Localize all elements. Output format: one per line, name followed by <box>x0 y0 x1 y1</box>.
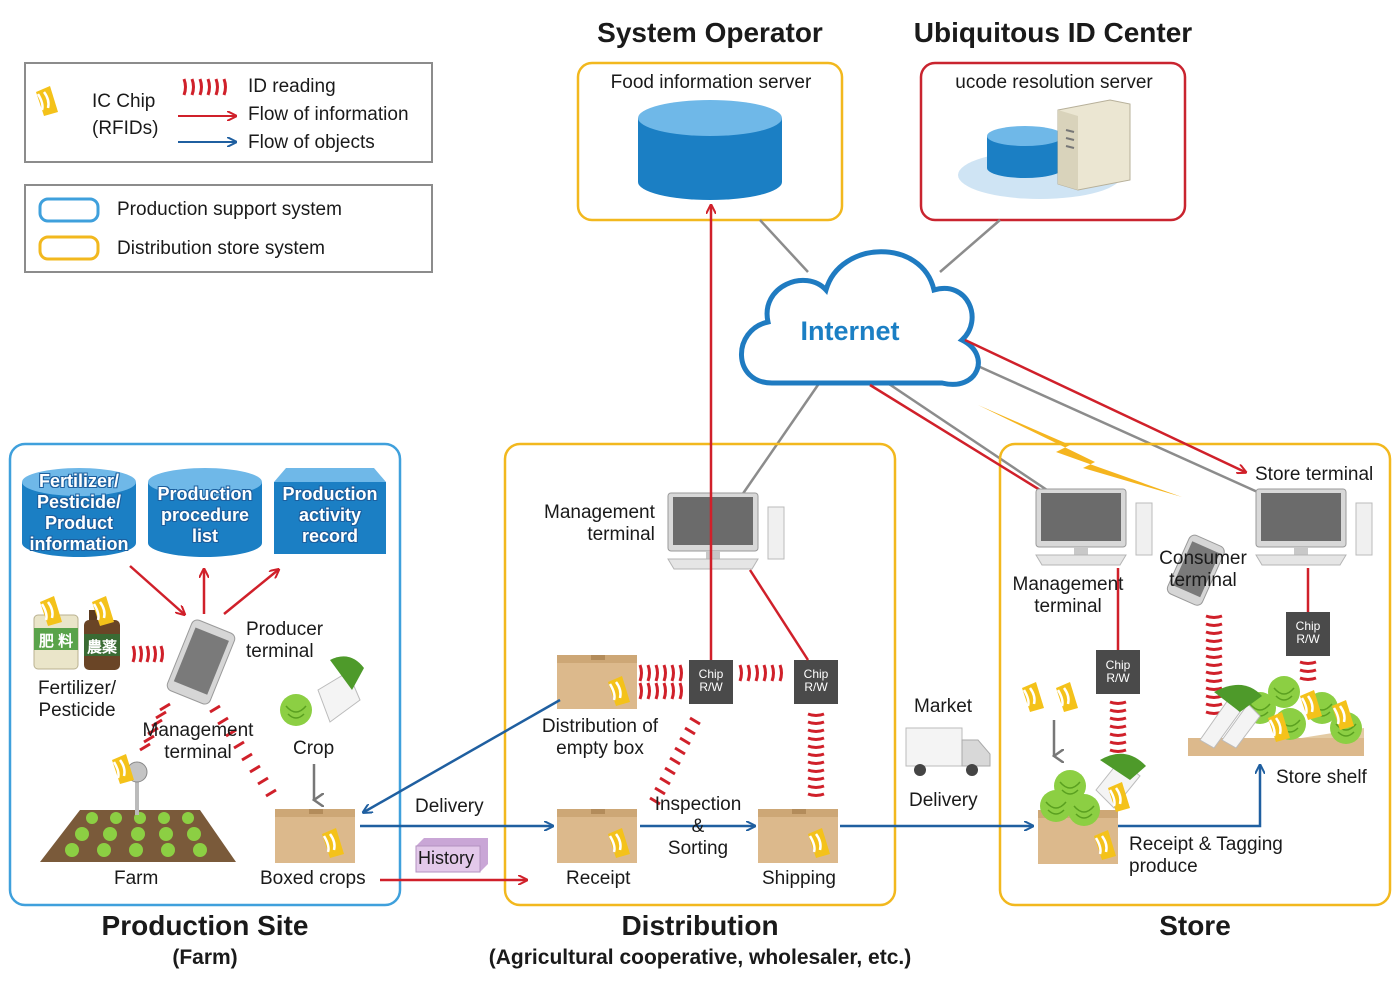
object-flow-receipt-to-shelf <box>1118 766 1260 828</box>
server-icon <box>958 99 1131 199</box>
delivery-label: Delivery <box>415 796 484 817</box>
crop-label: Crop <box>293 738 335 759</box>
pesticide-bottle-label: 農薬 <box>86 639 117 656</box>
store-management-terminal-icon <box>1035 488 1153 566</box>
receipt-label: Receipt <box>566 868 631 889</box>
shipping-label: Shipping <box>762 868 836 889</box>
id-reading-store-receipt <box>1109 700 1127 753</box>
id-reading-shipping <box>807 712 825 797</box>
store-title: Store <box>1159 910 1231 941</box>
legend-rfids: (RFIDs) <box>92 118 159 139</box>
distribution-chip-rw-2 <box>794 660 838 704</box>
legend-flow-objects: Flow of objects <box>248 132 375 153</box>
boxed-crops-label: Boxed crops <box>260 868 366 889</box>
id-reading-rw-link <box>738 664 783 682</box>
inspection-sorting-label: Inspection&Sorting <box>654 794 742 859</box>
activity-record-icon <box>274 468 386 554</box>
wireless-lightning-icon <box>978 405 1182 497</box>
field-sensor-icon <box>110 752 148 815</box>
internet-cloud <box>739 249 981 387</box>
farm-field-icon <box>40 810 236 862</box>
id-reading-legend-icon <box>182 78 227 96</box>
info-line-internet-to-store-management <box>869 383 1041 492</box>
ucode-resolution-server-label: ucode resolution server <box>955 72 1153 93</box>
distribution-title: Distribution <box>621 910 779 941</box>
info-arrow-db-to-terminal <box>129 565 184 614</box>
info-arrow-to-store-terminal <box>964 338 1245 472</box>
food-information-server-label: Food information server <box>610 72 812 93</box>
legend-distribution-store: Distribution store system <box>117 238 326 259</box>
store-shelf-label: Store shelf <box>1276 767 1367 788</box>
store-terminal-label: Store terminal <box>1255 464 1374 485</box>
boxed-crops-box-icon <box>275 809 355 863</box>
info-arrow-terminal-to-record <box>223 570 278 615</box>
fertilizer-database-icon <box>22 468 136 557</box>
legend-id-reading: ID reading <box>248 76 336 97</box>
consumer-phone-icon <box>1166 534 1225 606</box>
distribution-management-terminal-icon <box>667 492 785 570</box>
procedure-database-icon <box>148 468 262 557</box>
id-reading-shelf <box>1299 660 1317 681</box>
tag-chip-icon-1 <box>1020 680 1046 714</box>
database-icon <box>638 100 782 200</box>
farm-label: Farm <box>114 868 159 889</box>
id-reading-fertilizer <box>131 645 164 663</box>
distribution-frame <box>503 442 897 907</box>
distribution-store-swatch <box>38 235 100 261</box>
production-site-frame <box>8 442 402 907</box>
production-site-title: Production Site <box>101 910 309 941</box>
store-terminal-icon <box>1255 488 1373 566</box>
internet-label: Internet <box>800 316 900 346</box>
store-frame <box>998 442 1392 907</box>
production-site-subtitle: (Farm) <box>172 946 238 969</box>
network-connection-lines <box>740 219 1263 496</box>
fertilizer-pesticide-label: Fertilizer/Pesticide <box>37 678 117 721</box>
distribution-subtitle: (Agricultural cooperative, wholesaler, e… <box>488 946 912 969</box>
production-support-swatch <box>38 197 100 223</box>
market-delivery-label: Delivery <box>909 790 978 811</box>
store-shelf-icon <box>1188 675 1364 756</box>
tag-chip-icon-2 <box>1054 680 1080 714</box>
history-label: History <box>418 848 475 868</box>
pesticide-bottle-icon <box>84 610 120 670</box>
legend-ic-chip: IC Chip <box>92 91 156 112</box>
fertilizer-bag-label: 肥 料 <box>38 633 74 650</box>
history-icon <box>415 838 488 873</box>
crop-icon <box>279 656 364 727</box>
id-reading-farm <box>139 702 171 752</box>
id-reading-receipt <box>649 716 701 806</box>
id-reading-boxed-crops <box>209 704 277 798</box>
ubiquitous-id-center-title: Ubiquitous ID Center <box>913 17 1193 48</box>
info-line-terminal-to-rw2 <box>748 569 810 661</box>
store-chip-rw-2 <box>1286 612 1330 656</box>
store-chip-rw-1 <box>1096 650 1140 694</box>
legend-flow-information: Flow of information <box>248 104 409 125</box>
delivery-truck-icon <box>905 727 991 776</box>
producer-tablet-icon <box>166 619 236 705</box>
id-reading-consumer <box>1205 614 1223 715</box>
id-reading-empty-box <box>638 664 683 700</box>
market-label: Market <box>914 696 973 717</box>
legend-production-support: Production support system <box>117 199 342 220</box>
distribution-chip-rw-1 <box>689 660 733 704</box>
system-operator-title: System Operator <box>597 17 823 48</box>
object-flow-empty-box-to-farm <box>364 698 561 812</box>
